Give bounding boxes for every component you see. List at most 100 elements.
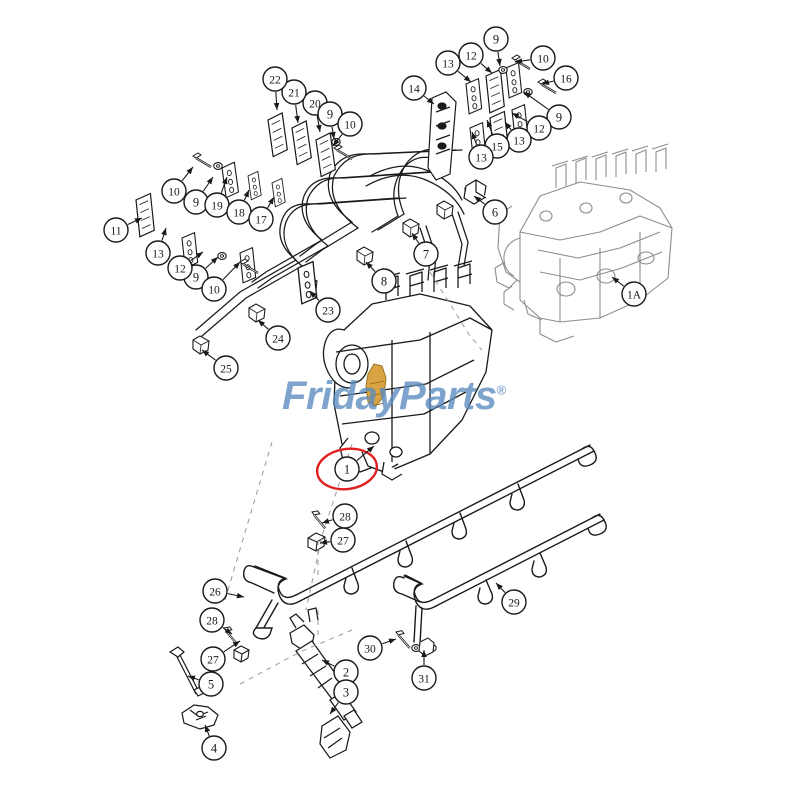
callout-bubble[interactable] (333, 679, 359, 705)
callout-bubble[interactable] (411, 665, 437, 691)
callout-25[interactable]: 25 (201, 349, 239, 381)
callout-1[interactable]: 1 (334, 445, 375, 482)
callout-30[interactable]: 30 (357, 635, 397, 661)
callout-23[interactable]: 23 (309, 290, 341, 323)
callout-bubble[interactable] (262, 66, 288, 92)
callout-10[interactable]: 10 (332, 111, 363, 147)
callout-28[interactable]: 28 (321, 503, 358, 529)
callout-13[interactable]: 13 (435, 50, 472, 83)
leader-arrowhead (222, 177, 228, 185)
callout-10[interactable]: 10 (161, 166, 194, 204)
callout-bubble[interactable] (482, 199, 508, 225)
callout-label: 31 (418, 673, 430, 685)
callout-9[interactable]: 9 (317, 101, 343, 140)
callout-4[interactable]: 4 (201, 724, 227, 761)
callout-bubble[interactable] (201, 276, 227, 302)
callout-bubble[interactable] (332, 503, 358, 529)
callout-bubble[interactable] (468, 144, 494, 170)
callout-bubble[interactable] (371, 268, 397, 294)
callout-12[interactable]: 12 (511, 112, 552, 141)
callout-bubble[interactable] (202, 578, 228, 604)
callout-11[interactable]: 11 (103, 217, 143, 243)
callout-bubble[interactable] (248, 206, 274, 232)
callout-bubble[interactable] (161, 178, 187, 204)
callout-bubble[interactable] (530, 45, 556, 71)
callout-3[interactable]: 3 (329, 679, 359, 715)
leader-arrowhead (524, 92, 532, 99)
callout-9[interactable]: 9 (483, 26, 509, 67)
callout-21[interactable]: 21 (281, 79, 307, 124)
callout-9[interactable]: 9 (523, 91, 572, 130)
callout-5[interactable]: 5 (187, 671, 224, 697)
callout-bubble[interactable] (265, 325, 291, 351)
callout-31[interactable]: 31 (411, 650, 437, 691)
leader-arrowhead (388, 638, 396, 644)
callout-bubble[interactable] (199, 607, 225, 633)
leader-arrowhead (426, 97, 434, 104)
callout-bubble[interactable] (281, 79, 307, 105)
callout-13[interactable]: 13 (504, 121, 532, 153)
callout-19[interactable]: 19 (204, 176, 230, 218)
callout-10[interactable]: 10 (514, 45, 556, 71)
callout-bubble[interactable] (213, 355, 239, 381)
callout-label: 19 (211, 200, 223, 212)
callout-9[interactable]: 9 (183, 176, 214, 215)
leader-arrowhead (186, 167, 193, 175)
fuel-leak-off-rail-upper (242, 444, 597, 640)
callout-label: 9 (193, 270, 199, 284)
callout-bubble[interactable] (200, 646, 226, 672)
callout-bubble[interactable] (546, 104, 572, 130)
callout-bubble[interactable] (483, 26, 509, 52)
callout-8[interactable]: 8 (365, 261, 397, 294)
callout-bubble[interactable] (198, 671, 224, 697)
callout-27[interactable]: 27 (200, 640, 241, 672)
callout-bubble[interactable] (337, 111, 363, 137)
callout-27[interactable]: 27 (319, 527, 356, 553)
callout-10[interactable]: 10 (201, 261, 241, 302)
leader-arrowhead (243, 190, 249, 198)
callout-label: 25 (220, 363, 232, 375)
fastener-group (219, 508, 437, 663)
callout-label: 1 (344, 462, 350, 476)
callout-29[interactable]: 29 (495, 582, 527, 615)
line-union-fitting (402, 218, 420, 238)
callout-bubble[interactable] (501, 589, 527, 615)
callout-24[interactable]: 24 (257, 319, 291, 351)
callout-bubble[interactable] (145, 240, 171, 266)
leader-arrowhead (204, 725, 211, 733)
callout-bubble[interactable] (201, 735, 227, 761)
leader-arrowhead (366, 262, 373, 270)
callout-13[interactable]: 13 (468, 131, 494, 170)
callout-6[interactable]: 6 (473, 195, 508, 225)
callout-12[interactable]: 12 (458, 42, 493, 74)
callout-16[interactable]: 16 (541, 65, 579, 91)
washer-part (498, 66, 508, 74)
callout-13[interactable]: 13 (145, 227, 171, 266)
callout-22[interactable]: 22 (262, 66, 288, 111)
callout-label: 6 (492, 205, 498, 219)
callout-28[interactable]: 28 (199, 607, 233, 635)
leader-arrowhead (412, 233, 419, 241)
callout-14[interactable]: 14 (401, 75, 435, 105)
callout-bubble[interactable] (458, 42, 484, 68)
callout-1A[interactable]: 1A (611, 276, 647, 307)
callout-bubble[interactable] (526, 115, 552, 141)
callout-bubble[interactable] (317, 101, 343, 127)
callout-bubble[interactable] (357, 635, 383, 661)
callout-26[interactable]: 26 (202, 578, 245, 604)
callout-bubble[interactable] (553, 65, 579, 91)
callout-label: 29 (508, 597, 520, 609)
callout-7[interactable]: 7 (411, 232, 439, 267)
callout-bubble[interactable] (167, 255, 193, 281)
callout-bubble[interactable] (334, 456, 360, 482)
callout-bubble[interactable] (621, 281, 647, 307)
callout-label: 26 (209, 586, 221, 598)
callout-label: 13 (442, 58, 454, 70)
callout-bubble[interactable] (435, 50, 461, 76)
callout-bubble[interactable] (413, 241, 439, 267)
callout-17[interactable]: 17 (248, 196, 275, 232)
callout-bubble[interactable] (103, 217, 129, 243)
callout-bubble[interactable] (315, 297, 341, 323)
callout-bubble[interactable] (401, 75, 427, 101)
callout-12[interactable]: 12 (167, 251, 204, 281)
